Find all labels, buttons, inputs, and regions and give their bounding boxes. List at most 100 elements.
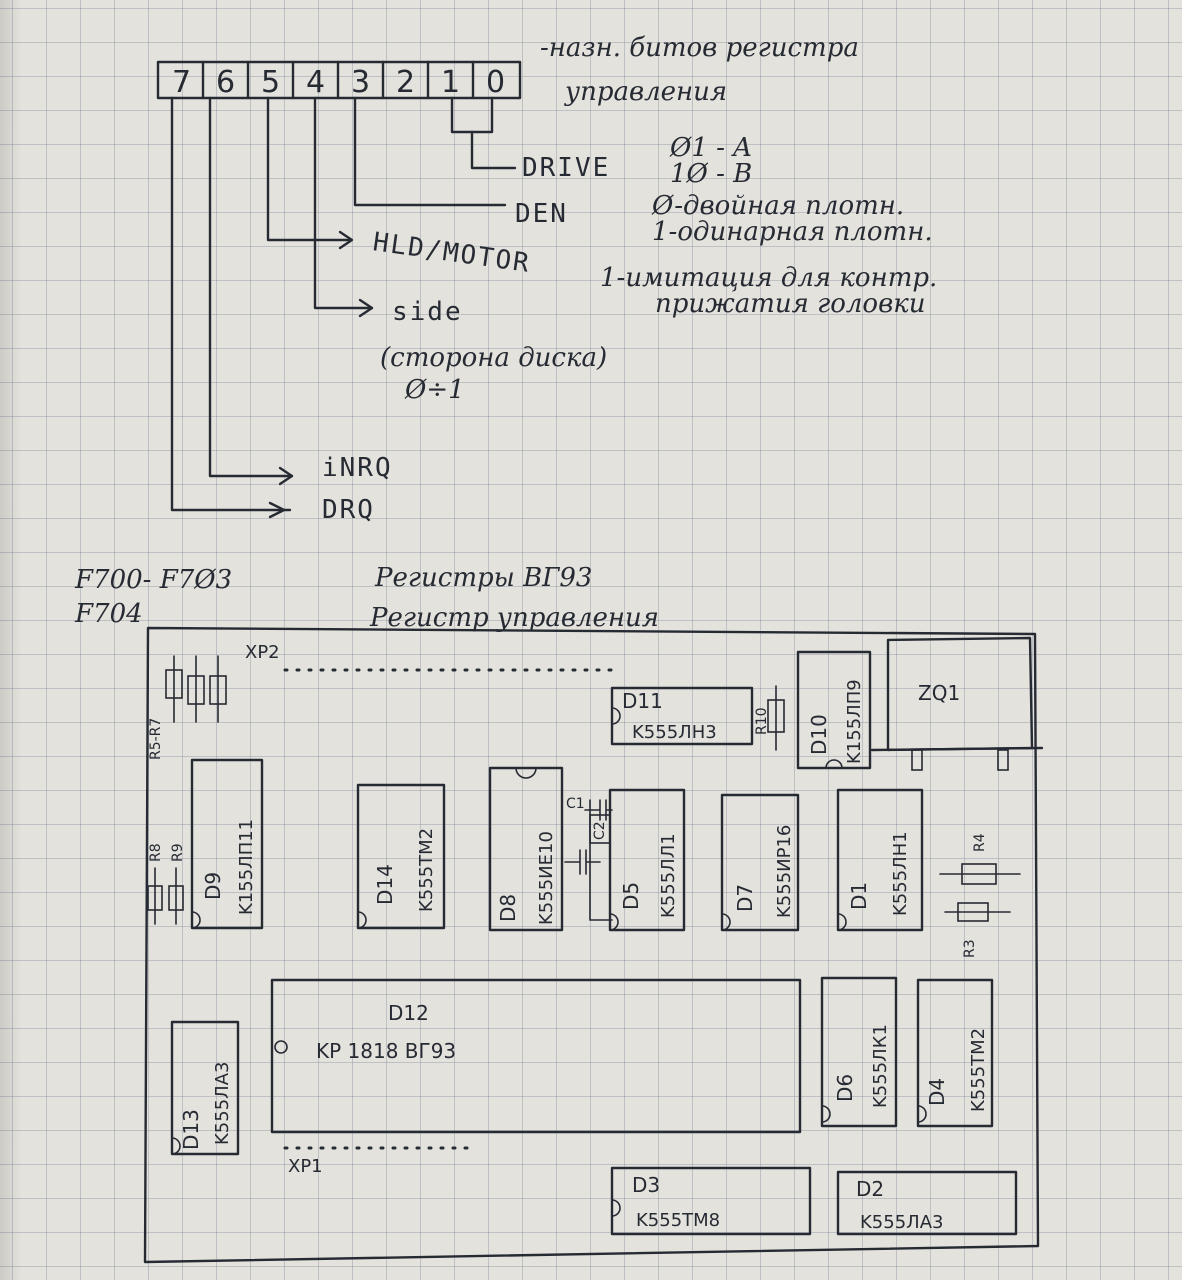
side-note-line-2: Ø÷1: [404, 375, 465, 405]
chip-d13: D13 K555ЛА3: [170, 1020, 240, 1156]
d6-type: K555ЛК1: [870, 1024, 891, 1108]
d2-type: K555ЛА3: [860, 1212, 943, 1233]
heading-line-2: управления: [564, 77, 727, 107]
heading-line-1: -назн. битов регистра: [540, 33, 859, 63]
d10-name: D10: [807, 714, 831, 755]
d4-name: D4: [925, 1078, 949, 1106]
address-description-2: Регистр управления: [369, 603, 659, 633]
register-heading: -назн. битов регистра управления: [540, 33, 859, 107]
resistors-r5-r7: R5-R7: [148, 655, 227, 760]
chip-d8: D8 K555ИЕ10: [488, 766, 564, 932]
address-range-1: F700- F7Ø3: [74, 565, 232, 595]
d13-name: D13: [179, 1109, 203, 1150]
bit-6: 6: [216, 65, 235, 100]
signal-side: side (сторона диска) Ø÷1: [380, 297, 607, 405]
chip-d9: D9 K155ЛП11: [190, 758, 264, 930]
c1-label: C1: [566, 796, 585, 812]
chip-d4: D4 K555TM2: [916, 978, 994, 1128]
address-description-1: Регистры ВГ93: [374, 563, 592, 593]
drive-note-line-1: Ø1 - A: [669, 133, 752, 163]
r5-r7-label: R5-R7: [148, 718, 164, 760]
r9-label: R9: [170, 843, 186, 862]
d5-name: D5: [619, 882, 643, 910]
bit-1: 1: [441, 65, 460, 100]
signal-inrq: iNRQ: [322, 453, 393, 483]
d12-name: D12: [388, 1001, 429, 1025]
bit-0: 0: [486, 65, 505, 100]
capacitors-c1-c2: C1 C2: [564, 796, 613, 921]
d2-name: D2: [856, 1177, 884, 1201]
den-note-line-2: 1-одинарная плотн.: [652, 217, 933, 247]
connector-xp1-label: XP1: [288, 1156, 323, 1177]
resistor-r10: R10: [754, 685, 785, 751]
d6-name: D6: [833, 1074, 857, 1102]
d11-name: D11: [622, 689, 663, 713]
signal-drq: DRQ: [322, 495, 375, 525]
address-map: F700- F7Ø3 Регистры ВГ93 F704 Регистр уп…: [74, 563, 659, 633]
bit-4: 4: [306, 65, 325, 100]
r10-label: R10: [754, 707, 770, 735]
d8-type: K555ИЕ10: [536, 831, 557, 925]
r3-label: R3: [962, 939, 978, 958]
bit-5: 5: [261, 65, 280, 100]
chip-d1: D1 K555ЛН1: [836, 788, 924, 932]
d8-name: D8: [496, 894, 520, 922]
inrq-label: iNRQ: [322, 453, 393, 483]
r4-label: R4: [972, 833, 988, 852]
d14-type: K555TM2: [416, 828, 437, 912]
side-note-line-1: (сторона диска): [380, 343, 607, 373]
d3-type: K555TM8: [636, 1210, 720, 1231]
chip-d6: D6 K555ЛК1: [820, 976, 898, 1128]
chip-d10: D10 K155ЛП9: [796, 650, 872, 770]
pcb-layout: XP2 XP1 R5-R7 R8 R9 D9: [143, 626, 1044, 1264]
r8-label: R8: [148, 843, 164, 862]
bit-3: 3: [351, 65, 370, 100]
d10-type: K155ЛП9: [844, 679, 865, 764]
resistors-r8-r9: R8 R9: [147, 843, 186, 925]
d13-type: K555ЛА3: [212, 1062, 233, 1145]
chip-d5: D5 K555ЛЛ1: [608, 788, 686, 932]
chip-d7: D7 K555ИР16: [720, 793, 800, 932]
register-bit-table: 7 6 5 4 3 2 1 0: [156, 60, 522, 100]
pcb-outline: [143, 626, 1040, 1264]
c2-label: C2: [592, 821, 608, 840]
d1-name: D1: [847, 882, 871, 910]
resistors-r3-r4: R4 R3: [939, 833, 1021, 958]
d7-name: D7: [733, 884, 757, 912]
chip-d3: D3 K555TM8: [610, 1166, 812, 1236]
address-range-2: F704: [74, 599, 143, 629]
drive-note-line-2: 1Ø - B: [670, 159, 752, 189]
bit-2: 2: [396, 65, 415, 100]
chip-d14: D14 K555TM2: [356, 783, 446, 930]
chip-d12: D12 KP 1818 ВГ93: [270, 978, 802, 1134]
signal-drive: DRIVE Ø1 - A 1Ø - B: [522, 133, 752, 189]
d5-type: K555ЛЛ1: [658, 833, 679, 918]
crystal-zq1: ZQ1: [870, 636, 1044, 771]
d11-type: K555ЛН3: [632, 722, 717, 743]
chip-d2: D2 K555ЛА3: [836, 1170, 1018, 1236]
den-label: DEN: [515, 199, 568, 229]
d12-type: KP 1818 ВГ93: [316, 1039, 456, 1063]
hld-note-line-2: прижатия головки: [655, 289, 925, 319]
drq-label: DRQ: [322, 495, 375, 525]
hld-motor-label: HLD/MOTOR: [371, 227, 533, 279]
d14-name: D14: [373, 864, 397, 905]
d3-name: D3: [632, 1173, 660, 1197]
connector-xp2-label: XP2: [245, 642, 280, 663]
d9-name: D9: [201, 872, 225, 900]
bit-signal-lines: [170, 96, 517, 519]
bit-7: 7: [172, 65, 191, 100]
den-note-line-1: Ø-двойная плотн.: [651, 191, 904, 221]
d4-type: K555TM2: [968, 1028, 989, 1112]
hld-note-line-1: 1-имитация для контр.: [600, 263, 937, 293]
drive-label: DRIVE: [522, 153, 610, 183]
d1-type: K555ЛН1: [890, 831, 911, 916]
d9-type: K155ЛП11: [236, 819, 257, 915]
signal-den: DEN Ø-двойная плотн. 1-одинарная плотн.: [515, 191, 933, 247]
side-label: side: [392, 297, 463, 327]
d7-type: K555ИР16: [774, 825, 795, 918]
chip-d11: D11 K555ЛН3: [610, 686, 754, 746]
zq1-label: ZQ1: [918, 681, 960, 705]
